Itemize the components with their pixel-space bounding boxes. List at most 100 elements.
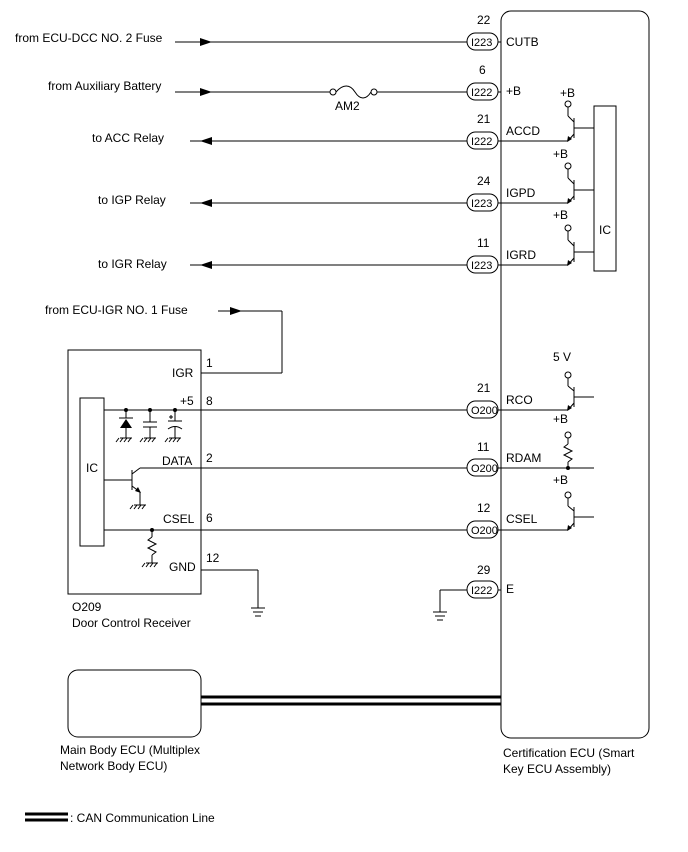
connector-badge — [466, 520, 499, 539]
wire-igr-fuse: from ECU-IGR NO. 1 Fuse — [45, 303, 283, 374]
ground-icon — [129, 504, 146, 510]
wire-e: I222 29 E — [433, 563, 514, 621]
wire-rco: O200 21 RCO 5 V — [201, 350, 594, 419]
wire-plusb: from Auxiliary Battery AM2 I222 6 +B — [48, 63, 521, 113]
svg-text:+B: +B — [560, 86, 575, 100]
pin-number: 21 — [477, 112, 491, 126]
arrow-left-icon — [200, 137, 212, 145]
ground-icon — [115, 437, 132, 443]
cutb-source-label: from ECU-DCC NO. 2 Fuse — [15, 31, 163, 45]
signal-label: +B — [506, 84, 521, 98]
resistor-icon — [146, 536, 158, 556]
diode-icon — [120, 419, 132, 428]
wire-accd: to ACC Relay I222 21 ACCD — [92, 112, 568, 150]
connector-badge — [466, 255, 499, 274]
wire-igrd: to IGR Relay I223 11 IGRD — [98, 236, 568, 274]
receiver-pin-number: 2 — [206, 451, 213, 465]
igrd-target-label: to IGR Relay — [98, 257, 167, 271]
arrow-icon — [135, 487, 141, 493]
ground-icon — [141, 562, 158, 568]
arrow-icon — [567, 260, 572, 266]
fuse-terminal — [329, 88, 337, 96]
can-legend-label: : CAN Communication Line — [70, 811, 215, 825]
receiver-pin-label: +5 — [180, 394, 194, 408]
ecu-ic-block — [593, 105, 617, 272]
wire-igpd: to IGP Relay I223 24 IGPD — [98, 174, 568, 212]
accd-target-label: to ACC Relay — [92, 131, 164, 145]
pin-number: 21 — [477, 381, 491, 395]
connector-badge — [466, 82, 499, 101]
receiver-pin-number: 8 — [206, 394, 213, 408]
receiver-gnd-wire — [201, 569, 265, 617]
wire-csel: O200 12 CSEL +B — [201, 473, 594, 539]
receiver-csel-circuit — [104, 528, 201, 568]
receiver-pin-label: DATA — [162, 454, 192, 468]
signal-label: IGRD — [506, 248, 536, 262]
ground-icon — [139, 437, 156, 443]
resistor-icon — [562, 443, 574, 463]
connector-label: I222 — [471, 585, 492, 597]
receiver-data-transistor — [104, 467, 201, 510]
signal-label: ACCD — [506, 124, 540, 138]
pin-number: 11 — [477, 440, 490, 454]
arrow-right-icon — [200, 88, 212, 96]
signal-label: CUTB — [506, 35, 539, 49]
svg-text:+B: +B — [553, 208, 568, 222]
connector-label: O200 — [471, 405, 498, 417]
connector-badge — [466, 580, 499, 599]
main-body-ecu-name-1: Main Body ECU (Multiplex — [60, 743, 200, 757]
transistor-igrd: +B — [553, 208, 594, 266]
svg-text:+B: +B — [553, 412, 568, 426]
arrow-icon — [567, 136, 572, 142]
ground-icon — [251, 607, 265, 617]
main-body-ecu-name-2: Network Body ECU) — [60, 759, 167, 773]
signal-label: E — [506, 582, 514, 596]
fuse-icon — [335, 85, 372, 99]
ecu-name-2: Key ECU Assembly) — [503, 762, 611, 776]
connector-label: I222 — [471, 136, 492, 148]
signal-label: CSEL — [506, 512, 538, 526]
connector-badge — [466, 400, 499, 419]
ecu-ic-label: IC — [599, 223, 611, 237]
ground-icon — [433, 611, 447, 621]
receiver-pin-number: 1 — [206, 356, 213, 370]
door-control-receiver-box — [67, 349, 202, 595]
arrow-right-icon — [230, 307, 242, 315]
certification-ecu-box — [500, 10, 650, 739]
receiver-pin-number: 12 — [206, 551, 220, 565]
connector-label: I222 — [471, 87, 492, 99]
receiver-ic-label: IC — [86, 461, 98, 475]
pin-number: 6 — [479, 63, 486, 77]
pin-number: 22 — [477, 13, 491, 27]
ground-icon — [164, 437, 181, 443]
receiver-code: O209 — [72, 600, 102, 614]
five-v-label: 5 V — [553, 350, 571, 364]
connector-badge — [466, 193, 499, 212]
transistor-accd: +B — [560, 86, 594, 142]
connector-label: O200 — [471, 463, 498, 475]
connector-label: O200 — [471, 525, 498, 537]
legend: : CAN Communication Line — [25, 811, 215, 825]
receiver-pin-label: IGR — [172, 366, 194, 380]
arrow-icon — [567, 198, 572, 204]
plusb-source-label: from Auxiliary Battery — [48, 79, 161, 93]
signal-label: RDAM — [506, 451, 541, 465]
fuse-label: AM2 — [335, 99, 360, 113]
igr-fuse-label: from ECU-IGR NO. 1 Fuse — [45, 303, 188, 317]
igpd-target-label: to IGP Relay — [98, 193, 166, 207]
receiver-pin-number: 6 — [206, 511, 213, 525]
receiver-ic-block — [79, 397, 105, 547]
wire-rdam: O200 11 RDAM +B — [201, 412, 594, 477]
pin-number: 29 — [477, 563, 491, 577]
connector-badge — [466, 458, 499, 477]
arrow-icon — [567, 525, 572, 531]
pin-number: 11 — [477, 236, 490, 250]
arrow-left-icon — [200, 261, 212, 269]
main-body-ecu-box — [67, 669, 202, 738]
receiver-pin-label: GND — [169, 560, 196, 574]
can-bus-line — [201, 695, 501, 706]
arrow-left-icon — [200, 199, 212, 207]
pin-number: 24 — [477, 174, 491, 188]
arrow-icon — [567, 405, 572, 411]
connector-badge — [466, 32, 499, 51]
